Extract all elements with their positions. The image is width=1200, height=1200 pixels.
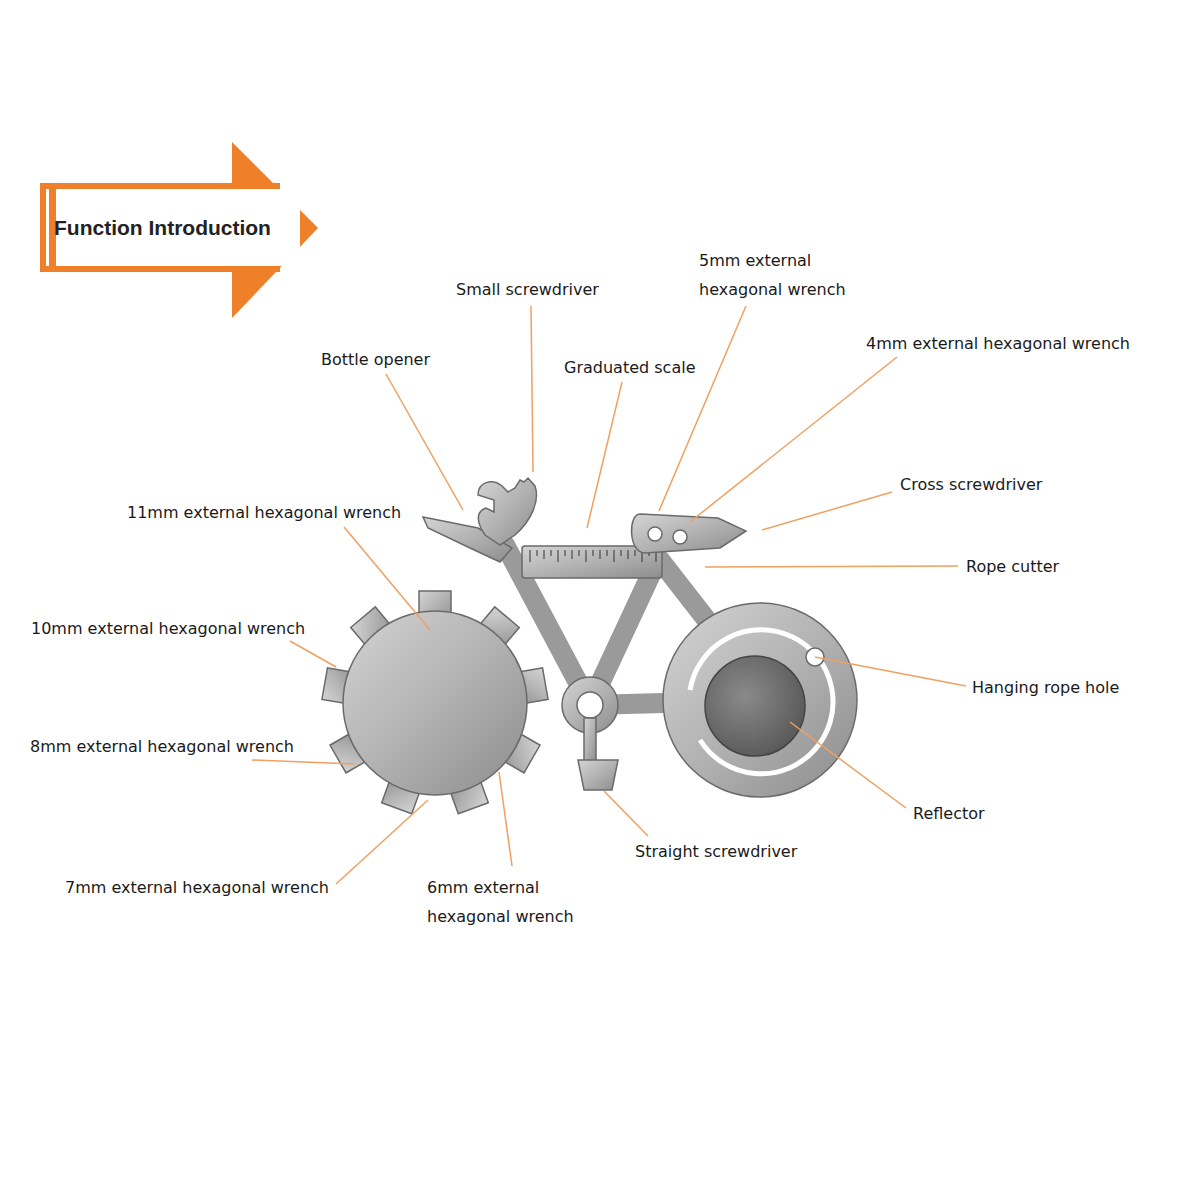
part-label: 8mm external hexagonal wrench <box>30 732 294 761</box>
leader-lines <box>252 306 966 884</box>
part-label: Straight screwdriver <box>635 837 797 866</box>
banner-arrow <box>40 142 318 318</box>
part-label: Graduated scale <box>564 353 695 382</box>
part-label: 10mm external hexagonal wrench <box>31 614 305 643</box>
part-label: 6mm external hexagonal wrench <box>427 873 592 931</box>
part-label: 5mm external hexagonal wrench <box>699 246 864 304</box>
banner-title: Function Introduction <box>54 216 271 240</box>
part-label: Small screwdriver <box>456 275 599 304</box>
part-label: Rope cutter <box>966 552 1059 581</box>
part-label: 4mm external hexagonal wrench <box>866 329 1130 358</box>
part-label: 7mm external hexagonal wrench <box>65 873 329 902</box>
bicycle-tool <box>322 478 857 814</box>
part-label: Cross screwdriver <box>900 470 1042 499</box>
banner-box: Function Introduction <box>50 189 298 266</box>
part-label: Reflector <box>913 799 985 828</box>
part-label: 11mm external hexagonal wrench <box>127 498 401 527</box>
part-label: Hanging rope hole <box>972 673 1119 702</box>
part-label: Bottle opener <box>321 345 430 374</box>
